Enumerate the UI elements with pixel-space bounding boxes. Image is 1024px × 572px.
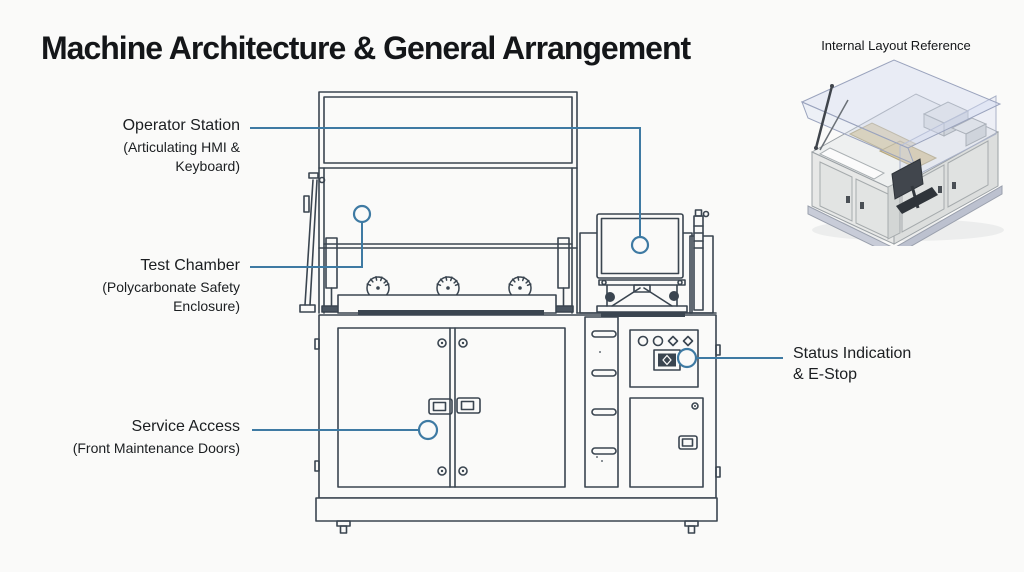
iso-machine [800, 59, 1004, 246]
callout-title: Test Chamber [140, 257, 240, 274]
test-chamber-enclosure [318, 91, 578, 314]
cabinet-body [314, 314, 721, 499]
internal-layout-reference-caption: Internal Layout Reference [821, 38, 971, 53]
callout-label-service-access: Service Access (Front Maintenance Doors) [10, 417, 240, 458]
internal-layout-reference-image [800, 59, 1004, 246]
lid-hinge-and-struts [299, 172, 574, 313]
work-table [337, 294, 557, 315]
base-and-feet [315, 497, 718, 534]
callout-title: Operator Station [122, 117, 240, 134]
callout-label-status-estop: Status Indication & E-Stop [793, 343, 963, 385]
callout-lines [250, 127, 783, 441]
callout-line-operator-station [250, 127, 650, 255]
hmi-monitor-assembly [576, 209, 717, 317]
front-maintenance-doors [337, 327, 566, 488]
page-title: Machine Architecture & General Arrangeme… [41, 30, 691, 66]
callout-line-service-access [252, 419, 439, 441]
callout-title: Service Access [131, 418, 240, 435]
callout-subtitle: (Front Maintenance Doors) [72, 440, 240, 456]
vent-column [584, 316, 619, 488]
callout-label-test-chamber: Test Chamber (Polycarbonate Safety Enclo… [10, 256, 240, 316]
callout-label-operator-station: Operator Station (Articulating HMI & Key… [10, 116, 240, 176]
callout-subtitle: (Polycarbonate Safety Enclosure) [102, 279, 240, 314]
electrical-door [629, 397, 704, 488]
callout-subtitle: (Articulating HMI & Keyboard) [123, 139, 240, 174]
callout-title: Status Indication & E-Stop [793, 345, 912, 383]
callout-line-test-chamber [250, 204, 372, 268]
callout-line-status-estop [676, 347, 783, 369]
